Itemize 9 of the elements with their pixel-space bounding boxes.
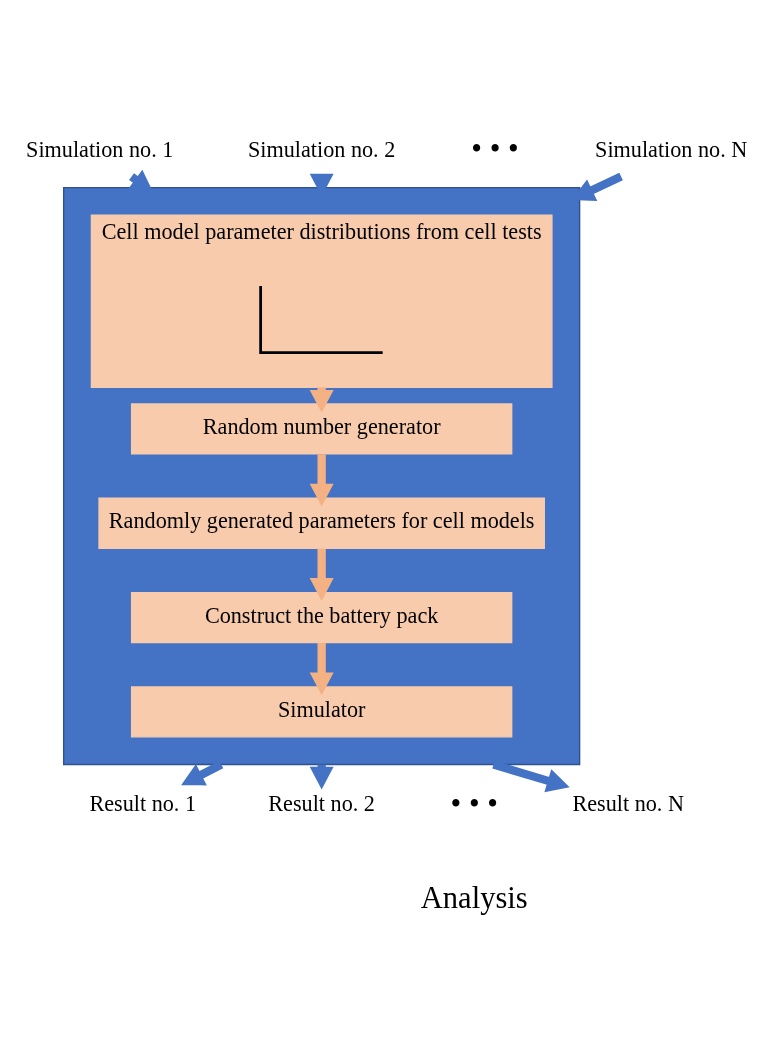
label: • • • bbox=[471, 132, 519, 167]
label: • • • bbox=[450, 786, 498, 821]
node-text: Simulation no. 2 bbox=[248, 136, 396, 162]
label: Analysis bbox=[420, 881, 528, 916]
node-text: Simulation no. N bbox=[595, 136, 748, 162]
node-text: Simulation no. 1 bbox=[26, 136, 174, 162]
node-text: Result no. N bbox=[572, 791, 684, 817]
node-text: Result no. 1 bbox=[89, 791, 197, 817]
node-text: Result no. 2 bbox=[268, 791, 375, 817]
